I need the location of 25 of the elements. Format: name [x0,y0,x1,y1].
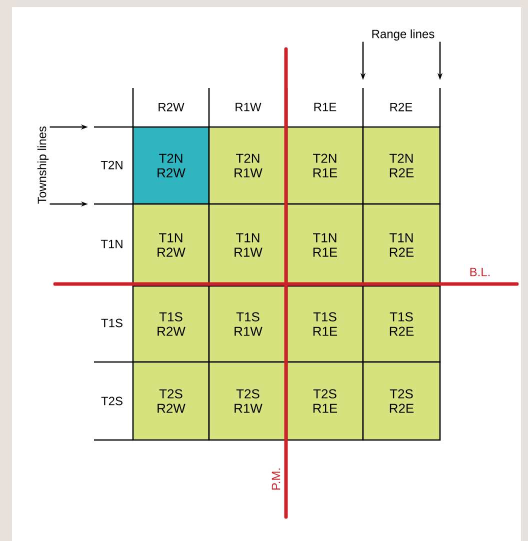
header-label: R1W [236,102,262,112]
grid-cell: T1N R1E [286,203,364,287]
header-label: T1S [101,318,122,328]
grid-cell: T1S R1W [208,285,288,363]
grid-cell: T1S R2W [132,285,210,363]
grid-cell: T1S R2E [362,285,441,363]
header-label: R2W [158,102,184,112]
grid-cell: T2S R2W [132,361,210,441]
grid-cell: T2N R1E [286,126,364,205]
callout-text: Township lines [37,126,49,204]
axis-label: B.L. [470,268,490,276]
callout-text: Range lines [372,29,434,41]
grid-cell: T2N R2W [132,126,210,205]
axis-label: P.M. [272,468,280,490]
grid-cell: T1S R1E [286,285,364,363]
header-label: R1E [314,102,336,112]
grid-cell: T1N R1W [208,203,288,287]
header-label: R2E [390,102,412,112]
grid-cell: T1N R2W [132,203,210,287]
grid-cell: T2S R2E [362,361,441,441]
grid-cell: T2N R2E [362,126,441,205]
grid-cell: T2S R1E [286,361,364,441]
grid-cell: T2N R1W [208,126,288,205]
grid-cell: T2S R1W [208,361,288,441]
grid-cell: T1N R2E [362,203,441,287]
